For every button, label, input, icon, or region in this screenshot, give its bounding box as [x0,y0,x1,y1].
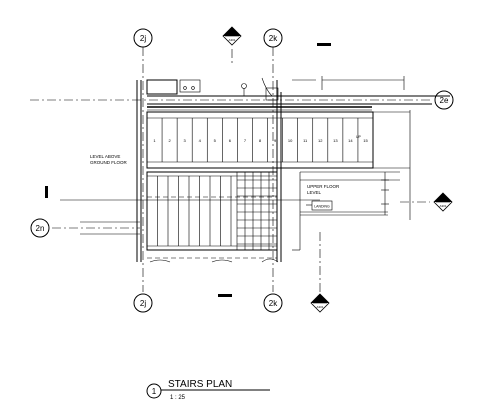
tread-number: 4 [199,138,202,143]
grid-label: 2e [440,96,449,105]
section-marker-top: 2 A301 [222,26,242,46]
drawing-title-block: 1 STAIRS PLAN 1 : 25 [146,379,270,401]
tread-number: 12 [318,138,323,143]
grid-bubble-bottom-2k: 2k [263,293,283,313]
tread-number: 2 [168,138,171,143]
upper-floor-note-1: UPPER FLOOR [307,184,340,189]
section-sheet: A301 [439,204,446,208]
tread-number: 7 [244,138,247,143]
tread-number: 6 [229,138,232,143]
grid-bubble-left-2n: 2n [30,218,50,238]
level-above-note-1: LEVEL ABOVE [90,154,120,159]
tread-number: 9 [274,138,277,143]
grid-lines [30,47,433,294]
tread-number: 11 [303,138,308,143]
drawing-scale: 1 : 25 [170,395,186,401]
grid-bubble-bottom-2j: 2j [133,293,153,313]
tread-number: 3 [184,138,187,143]
grid-label: 2k [269,34,278,43]
grid-bubble-top-2j: 2j [133,28,153,48]
tread-number: 15 [363,138,368,143]
grid-label: 2n [36,224,45,233]
upper-floor-note-2: LEVEL [307,190,322,195]
up-label: UP [356,135,362,139]
tread-number: 5 [214,138,217,143]
grid-label: 2j [140,299,146,308]
tread-number: 14 [348,138,353,143]
section-number: 2 [231,31,233,35]
grid-label: 2j [140,34,146,43]
tread-number: 13 [333,138,338,143]
section-marker-right: 1 A301 [433,192,453,212]
reference-ticks [45,43,331,297]
grid-bubble-top-2k: 2k [263,28,283,48]
section-number: 2 [319,298,321,302]
landing-tag: LANDING [314,205,330,209]
upper-floor-landing: LANDING [292,171,400,251]
drawing-number: 1 [152,387,157,396]
level-above-note-2: GROUND FLOOR [90,160,128,165]
section-marker-bottom: 2 A301 [310,293,330,313]
tread-number: 8 [259,138,262,143]
section-number: 1 [442,197,444,201]
section-sheet: A301 [316,305,323,309]
section-sheet: A301 [228,38,235,42]
structure [136,76,450,262]
lower-stair-flight [60,171,320,263]
drawing-title: STAIRS PLAN [168,379,232,390]
tread-number: 10 [288,138,293,143]
grid-bubble-right-2e: 2e [434,90,454,110]
grid-label: 2k [269,299,278,308]
tread-number: 1 [153,138,156,143]
